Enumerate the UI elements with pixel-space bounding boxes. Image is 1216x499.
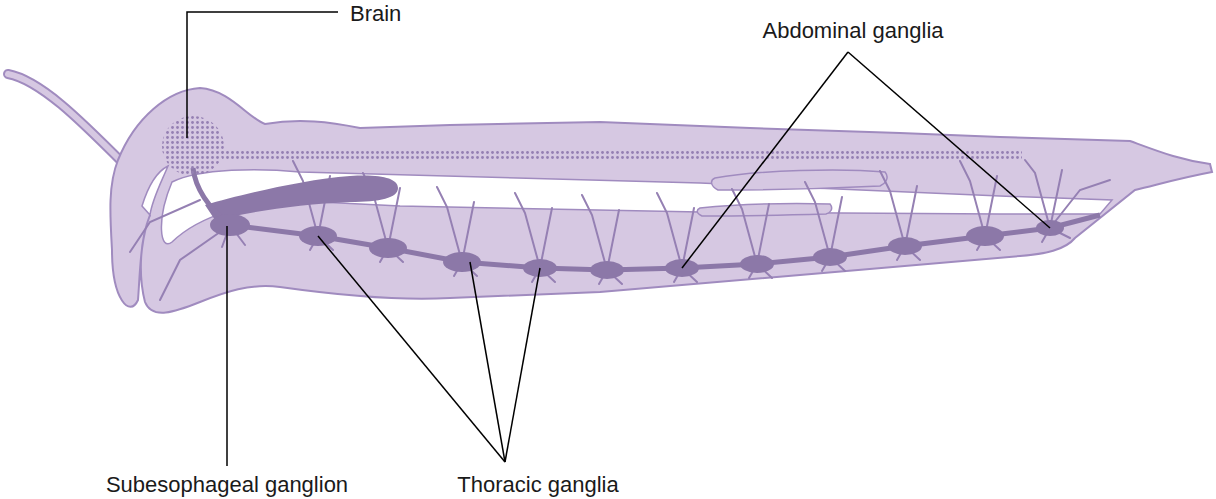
ganglion	[369, 238, 407, 258]
ganglion	[210, 214, 250, 236]
ganglion	[590, 261, 624, 279]
leader-line	[187, 12, 338, 138]
ganglion	[740, 255, 774, 273]
ganglion	[813, 248, 847, 266]
ganglia	[210, 214, 1064, 279]
leader-line	[470, 262, 505, 462]
antenna-fill	[8, 74, 122, 162]
leader-line	[682, 52, 848, 268]
part-label: Thoracic ganglia	[457, 471, 618, 499]
leader-line	[318, 236, 505, 462]
ganglion	[966, 226, 1004, 246]
brain	[162, 116, 224, 176]
antenna	[8, 74, 122, 162]
gut-tube	[712, 170, 888, 190]
ganglion	[888, 237, 922, 255]
leader-line	[848, 52, 1050, 228]
head-cavity	[142, 166, 168, 215]
nerve-branches	[130, 160, 1110, 300]
dorsal-dotted-band	[222, 149, 1022, 161]
nerve-cord	[193, 168, 1100, 270]
leader-lines	[187, 12, 1050, 466]
stomatogastric-nerve	[205, 176, 398, 221]
gut-tube	[697, 204, 831, 216]
insect-body	[110, 88, 1212, 313]
part-label: Subesophageal ganglion	[106, 471, 348, 499]
leader-line	[505, 268, 540, 462]
part-label: Abdominal ganglia	[762, 17, 943, 45]
ganglion	[443, 252, 481, 272]
part-label: Brain	[350, 0, 401, 28]
leader-line	[226, 226, 228, 466]
